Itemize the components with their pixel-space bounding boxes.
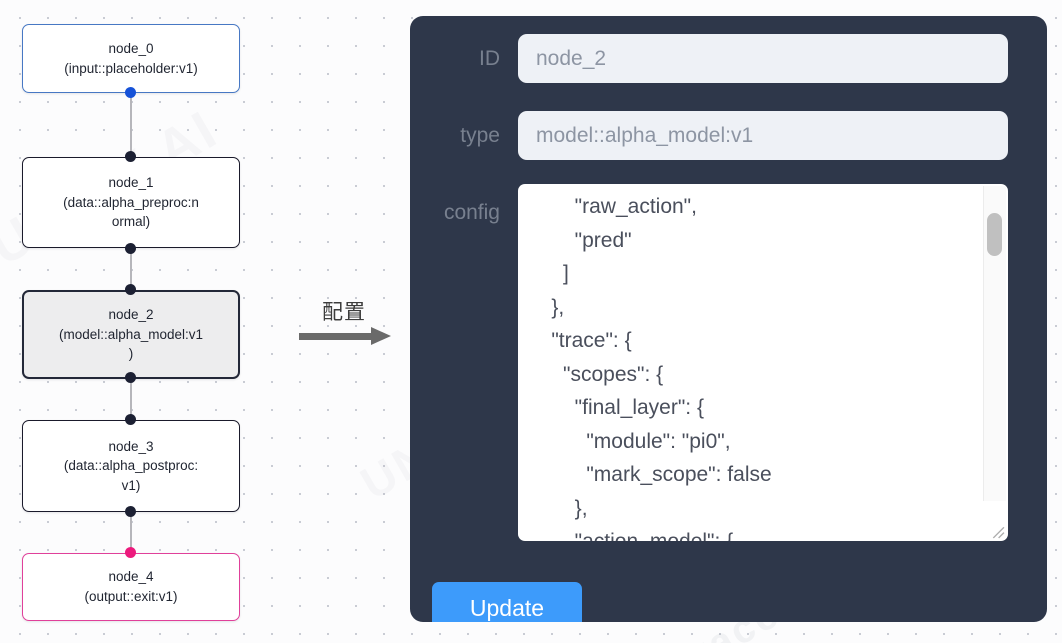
type-field-label: type <box>460 123 500 147</box>
id-field-label: ID <box>479 46 500 70</box>
edge-node0-node1 <box>130 92 132 160</box>
node-subtitle: (data::alpha_postproc: v1) <box>63 458 199 493</box>
config-textarea[interactable]: "raw_action", "pred" ] }, "trace": { "sc… <box>518 184 1008 541</box>
graph-node-node_4[interactable]: node_4 (output::exit:v1) <box>22 553 240 621</box>
type-input[interactable] <box>518 111 1008 160</box>
annotation-arrow: 配置 <box>297 300 391 345</box>
node-title: node_1 <box>108 175 154 191</box>
update-button[interactable]: Update <box>432 582 582 622</box>
node-subtitle: (output::exit:v1) <box>84 589 178 604</box>
node-handle-target-node_4[interactable] <box>125 547 136 558</box>
node-title: node_3 <box>108 438 154 454</box>
node-handle-source-node_0[interactable] <box>125 87 136 98</box>
arrow-right-icon <box>299 327 391 345</box>
config-scrollbar-thumb[interactable] <box>987 213 1002 256</box>
field-row-config: config "raw_action", "pred" ] }, "trace"… <box>410 184 1047 541</box>
graph-node-node_3[interactable]: node_3 (data::alpha_postproc: v1) <box>22 420 240 512</box>
edge-node3-node4 <box>130 510 132 554</box>
node-subtitle: (model::alpha_model:v1 ) <box>58 326 204 362</box>
graph-node-node_1[interactable]: node_1 (data::alpha_preproc:n ormal) <box>22 157 240 248</box>
node-handle-source-node_1[interactable] <box>125 243 136 254</box>
annotation-label: 配置 <box>322 300 366 324</box>
field-row-type: type <box>410 111 1047 160</box>
node-handle-target-node_1[interactable] <box>125 151 136 162</box>
id-input[interactable] <box>518 34 1008 83</box>
graph-node-node_2[interactable]: node_2 (model::alpha_model:v1 ) <box>22 290 240 379</box>
node-title: node_2 <box>108 307 154 323</box>
node-subtitle: (input::placeholder:v1) <box>64 60 198 76</box>
config-textarea-wrapper: "raw_action", "pred" ] }, "trace": { "sc… <box>518 184 1008 541</box>
edge-node1-node2 <box>130 225 132 295</box>
config-field-label: config <box>443 201 500 224</box>
node-handle-target-node_3[interactable] <box>125 414 136 425</box>
node-handle-source-node_2[interactable] <box>125 372 136 383</box>
resize-grip-icon[interactable] <box>988 522 1005 539</box>
edge-node2-node3 <box>130 373 132 421</box>
config-scrollbar-track[interactable] <box>983 186 1006 501</box>
node-subtitle: (data::alpha_preproc:n ormal) <box>63 194 199 230</box>
node-title: node_4 <box>108 569 154 585</box>
node-handle-source-node_3[interactable] <box>125 506 136 517</box>
graph-node-node_0[interactable]: node_0 (input::placeholder:v1) <box>22 24 240 93</box>
field-row-id: ID <box>410 34 1047 83</box>
node-handle-target-node_2[interactable] <box>125 284 136 295</box>
node-title: node_0 <box>108 40 154 56</box>
node-config-panel: ID type config "raw_action", "pred" ] },… <box>410 16 1047 622</box>
